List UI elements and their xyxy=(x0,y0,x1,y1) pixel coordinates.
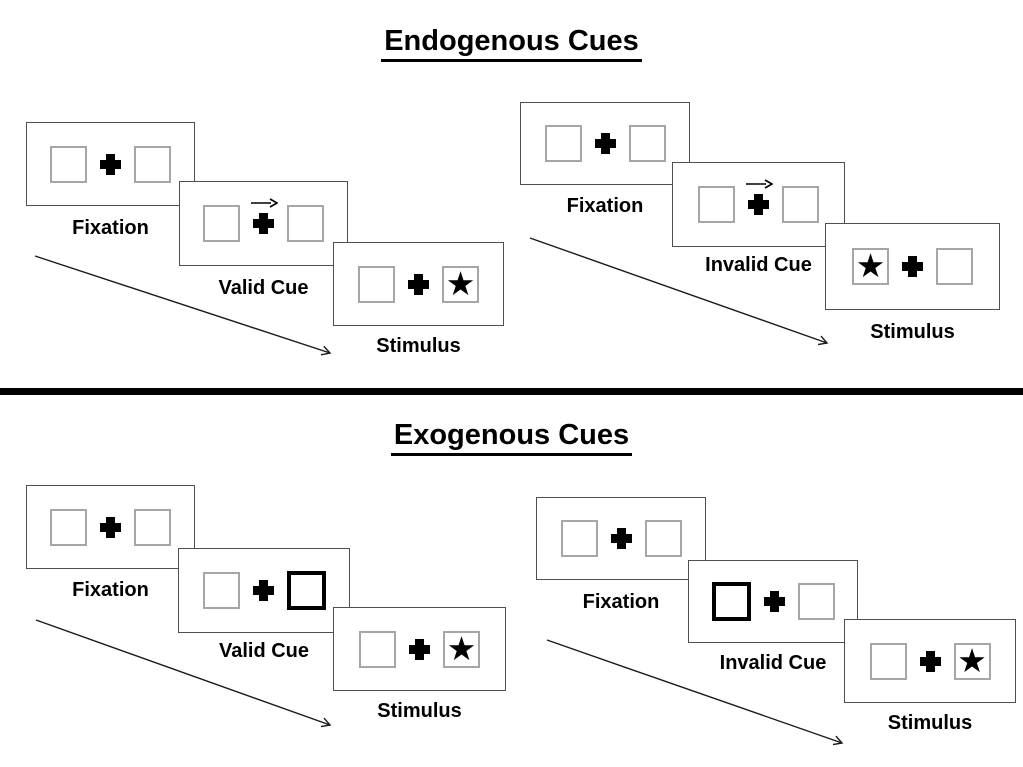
fixation-cross-wrap xyxy=(100,516,121,538)
cue-card xyxy=(688,560,858,643)
step-label: Valid Cue xyxy=(218,277,309,299)
step-label: Stimulus xyxy=(887,712,973,734)
fixation-cross-wrap xyxy=(409,638,430,660)
section-divider xyxy=(0,388,1023,395)
right-placeholder-box xyxy=(936,248,973,285)
star-icon: ★ xyxy=(855,247,886,284)
fixation-cross-wrap xyxy=(763,591,785,612)
star-stimulus-box: ★ xyxy=(953,641,991,680)
cue-card xyxy=(672,162,845,247)
right-placeholder-box xyxy=(782,186,819,223)
right-placeholder-box xyxy=(628,125,666,162)
left-placeholder-box xyxy=(544,125,582,162)
fixation-card xyxy=(520,102,690,185)
step-label: Fixation xyxy=(72,579,149,601)
right-placeholder-box xyxy=(797,583,835,620)
fixation-card xyxy=(26,122,195,206)
step-label: Fixation xyxy=(566,195,644,217)
fixation-cross-wrap xyxy=(594,133,616,154)
fixation-cross-icon xyxy=(610,528,632,549)
fixation-cross-wrap xyxy=(408,273,429,295)
star-stimulus-box: ★ xyxy=(442,264,479,303)
cue-arrow-icon xyxy=(745,179,773,189)
star-icon: ★ xyxy=(957,641,987,679)
cued-box-left xyxy=(711,582,751,621)
step-label: Fixation xyxy=(582,591,660,613)
fixation-cross-icon xyxy=(100,516,121,538)
star-icon: ★ xyxy=(445,264,476,302)
fixation-cross-wrap xyxy=(919,650,941,672)
step-label: Stimulus xyxy=(376,335,461,357)
step-label: Stimulus xyxy=(870,321,955,343)
star-icon: ★ xyxy=(446,629,477,667)
step-label: Valid Cue xyxy=(218,640,310,662)
step-label: Stimulus xyxy=(377,700,462,722)
fixation-cross-icon xyxy=(919,650,941,672)
fixation-cross-icon xyxy=(748,194,769,215)
fixation-cross-icon xyxy=(763,591,785,612)
fixation-card xyxy=(536,497,706,580)
endogenous-section-title: Endogenous Cues xyxy=(0,25,1023,63)
fixation-cross-icon xyxy=(408,273,429,295)
step-label: Fixation xyxy=(72,217,149,239)
fixation-cross-icon xyxy=(594,133,616,154)
right-placeholder-box xyxy=(134,508,171,546)
fixation-cross-wrap xyxy=(610,528,632,549)
left-placeholder-box xyxy=(358,265,395,303)
right-placeholder-box xyxy=(134,145,171,183)
step-label: Invalid Cue xyxy=(705,254,812,276)
fixation-cross-icon xyxy=(902,256,923,277)
cue-card xyxy=(178,548,350,633)
fixation-cross-wrap xyxy=(745,179,773,215)
right-placeholder-box xyxy=(644,520,682,557)
left-placeholder-box xyxy=(202,572,240,609)
fixation-cross-wrap xyxy=(902,256,923,277)
cue-arrow-icon xyxy=(250,198,278,208)
exogenous-section-title: Exogenous Cues xyxy=(0,419,1023,457)
stimulus-card: ★ xyxy=(844,619,1016,703)
fixation-cross-wrap xyxy=(252,580,274,601)
left-placeholder-box xyxy=(203,205,240,242)
fixation-cross-wrap xyxy=(100,153,121,175)
fixation-cross-icon xyxy=(100,153,121,175)
timeline-arrow-icon xyxy=(34,255,332,356)
timeline-arrow-icon xyxy=(35,619,332,728)
left-placeholder-box xyxy=(50,145,87,183)
stimulus-card: ★ xyxy=(333,607,506,691)
left-placeholder-box xyxy=(698,186,735,223)
star-stimulus-box: ★ xyxy=(443,629,480,668)
fixation-cross-icon xyxy=(409,638,430,660)
stimulus-card: ★ xyxy=(825,223,1000,310)
stimulus-card: ★ xyxy=(333,242,504,326)
left-placeholder-box xyxy=(359,630,396,668)
cue-card xyxy=(179,181,348,266)
left-placeholder-box xyxy=(50,508,87,546)
left-placeholder-box xyxy=(869,642,907,680)
fixation-cross-wrap xyxy=(250,198,278,234)
step-label: Invalid Cue xyxy=(719,652,827,674)
star-stimulus-box: ★ xyxy=(852,248,889,285)
left-placeholder-box xyxy=(560,520,598,557)
right-placeholder-box xyxy=(287,205,324,242)
fixation-card xyxy=(26,485,195,569)
fixation-cross-icon xyxy=(252,580,274,601)
fixation-cross-icon xyxy=(253,213,274,234)
cued-box-right xyxy=(286,571,326,610)
